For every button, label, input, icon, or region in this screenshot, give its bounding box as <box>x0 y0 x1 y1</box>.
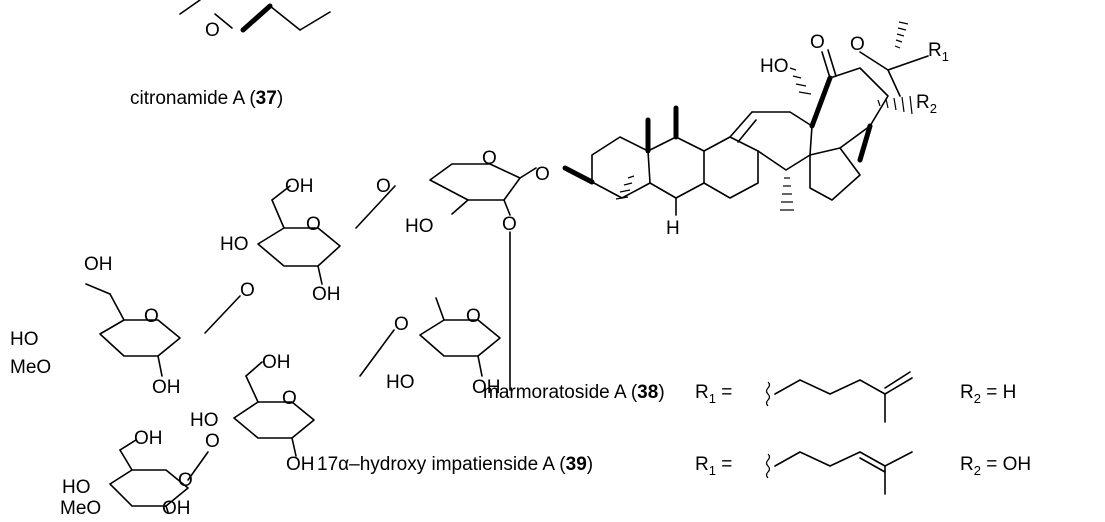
atom-o-glycosidic-aglycone: O <box>535 164 550 185</box>
atom-oh-glc1: OH <box>285 176 314 197</box>
label-c38-r2: R2 = H <box>960 382 1016 406</box>
sugar-glucose-1: OH HO O OH O <box>204 176 341 334</box>
hashed-methyl-c4 <box>615 175 635 200</box>
label-citronamide-a: citronamide A (37) <box>130 88 283 109</box>
atom-o-qui-ring: O <box>466 306 481 327</box>
atom-o-top-fragment: O <box>205 20 220 41</box>
atom-o-carbonyl: O <box>810 32 825 53</box>
sugar-quinovose: O O HO OH <box>359 297 501 398</box>
compound-38-row: marmoratoside A (38) R1 = R2 = H <box>483 371 1016 423</box>
label-c38-r1: R1 = <box>695 382 732 406</box>
atom-ho-mglc1: HO <box>10 329 39 350</box>
hashed-methyl-c14 <box>780 177 794 211</box>
atom-ho-xyl: HO <box>405 216 434 237</box>
atom-h-ring: H <box>666 218 680 239</box>
atom-o-lactone-ring: O <box>850 34 865 55</box>
atom-ho-glc1: HO <box>220 234 249 255</box>
sugar-methylglucose-1: OH O HO MeO OH <box>10 254 181 398</box>
atom-meo-mglc1: MeO <box>10 357 51 378</box>
atom-oh-glc2-b: OH <box>286 454 315 475</box>
atom-o-xyl-ring: O <box>482 148 497 169</box>
atom-ho-lactone: HO <box>760 56 789 77</box>
label-c39-r1: R1 = <box>695 454 732 478</box>
atom-o-mglc2-ring: O <box>178 470 193 491</box>
atom-o-glc2-ring: O <box>282 388 297 409</box>
top-fragment: O <box>179 0 331 41</box>
atom-o-glc1-link: O <box>240 280 255 301</box>
atom-oh-mglc1-b: OH <box>152 377 181 398</box>
atom-o-qui-link: O <box>394 314 409 335</box>
label-hydroxy-impatienside-a: 17α–hydroxy impatienside A (39) <box>317 454 593 475</box>
wavy-bond-icon <box>765 453 771 479</box>
atom-r2: R2 <box>916 92 937 116</box>
atom-ho-mglc2: HO <box>62 477 91 498</box>
atom-meo-mglc2: MeO <box>60 498 101 517</box>
atom-oh-mglc1: OH <box>84 254 113 275</box>
atom-o-xyl-1: O <box>376 176 391 197</box>
atom-o-glc2-link: O <box>205 431 220 452</box>
atom-oh-glc2: OH <box>262 352 291 373</box>
atom-ho-glc2: HO <box>190 410 219 431</box>
sugar-methylglucose-2: OH O HO MeO OH <box>60 428 193 519</box>
atom-oh-mglc2-b: OH <box>162 498 191 517</box>
atom-r1: R1 <box>928 40 949 64</box>
atom-o-glc1-ring: O <box>306 214 321 235</box>
atom-oh-qui: OH <box>472 377 501 398</box>
atom-oh-glc1-b: OH <box>312 284 341 305</box>
atom-ho-qui: HO <box>386 372 415 393</box>
sugar-glucose-2: OH O HO O OH <box>187 352 315 481</box>
atom-o-xyl-2: O <box>502 214 517 235</box>
compound-39-row: 17α–hydroxy impatienside A (39) R1 = R2 … <box>317 451 1031 495</box>
sugar-xylose: O O O HO <box>355 148 537 391</box>
label-c39-r2: R2 = OH <box>960 454 1031 478</box>
wavy-bond-icon <box>765 381 771 407</box>
atom-oh-mglc2: OH <box>134 428 163 449</box>
atom-o-mglc1-ring: O <box>144 306 159 327</box>
label-marmoratoside-a: marmoratoside A (38) <box>483 382 665 403</box>
aglycone: HO O O R1 R2 O H <box>535 21 949 239</box>
